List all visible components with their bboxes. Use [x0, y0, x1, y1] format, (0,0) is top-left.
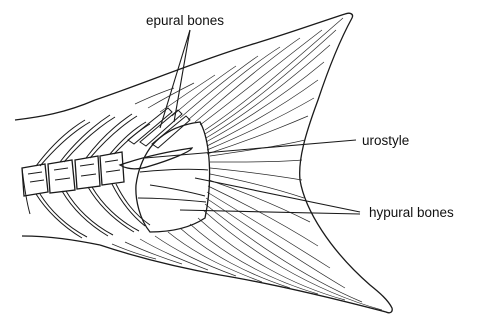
fin-rays-lower	[112, 168, 382, 310]
epural-bones-label: epural bones	[146, 13, 224, 28]
body-upper-edge	[15, 100, 95, 120]
hypural-division-upper	[140, 169, 208, 172]
urostyle-label: urostyle	[362, 133, 409, 148]
vertebral-column	[22, 152, 124, 196]
hypural-division-mid	[150, 185, 205, 196]
urostyle-bone	[120, 148, 192, 169]
hypural-bones-label: hypural bones	[369, 205, 454, 220]
body-lower-edge	[22, 236, 100, 245]
urostyle-leader	[145, 140, 356, 158]
hypural-plate	[136, 122, 210, 232]
neural-spines	[36, 114, 150, 166]
fin-outline	[95, 13, 392, 313]
hypural-division-lower	[138, 198, 206, 202]
